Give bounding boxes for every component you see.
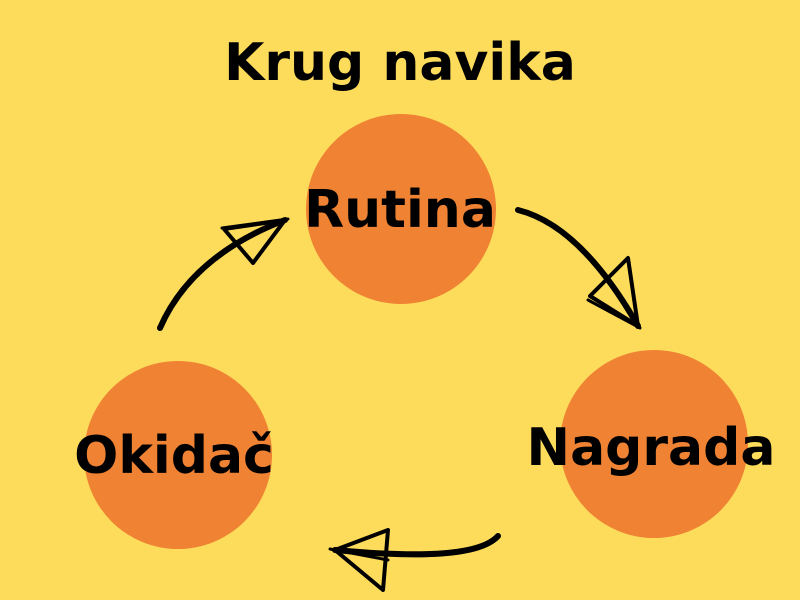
diagram-title: Krug navika <box>224 33 576 93</box>
arrow-nagrada-to-okidac <box>328 528 501 592</box>
node-okidac-circle <box>84 361 272 549</box>
arrow-okidac-to-rutina <box>157 217 290 331</box>
arrow-rutina-to-nagrada <box>515 207 642 330</box>
node-nagrada-circle <box>560 350 748 538</box>
node-rutina-label: Rutina <box>304 180 496 240</box>
node-okidac-label: Okidač <box>74 426 274 486</box>
node-nagrada-label: Nagrada <box>526 418 776 478</box>
node-rutina-circle <box>306 114 496 304</box>
